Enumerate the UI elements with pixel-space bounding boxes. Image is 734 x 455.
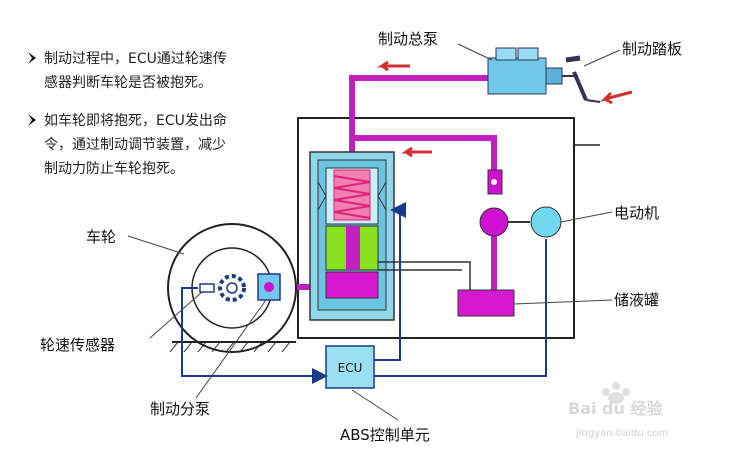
label-wheel: 车轮 — [86, 228, 116, 246]
leader-lines — [127, 235, 399, 421]
bullet-2-line-3: 制动力防止车轮抱死。 — [44, 160, 184, 177]
bullet-2-line-1: 如车轮即将抱死，ECU发出命 — [44, 112, 227, 129]
reservoir — [457, 289, 515, 317]
bullet-1-line-2: 感器判断车轮是否被抱死。 — [44, 74, 212, 91]
modulator-valve — [309, 151, 471, 321]
bullet-2: 如车轮即将抱死，ECU发出命 令，通过制动调节装置，减少 制动力防止车轮抱死。 — [28, 112, 227, 177]
arrow-left-icon — [600, 90, 633, 105]
ground — [169, 341, 296, 353]
bullet-2-line-2: 令，通过制动调节装置，减少 — [44, 137, 226, 153]
signal-wires — [181, 202, 547, 384]
ecu-box — [325, 345, 375, 389]
label-abs-unit: ABS控制单元 — [340, 426, 430, 444]
gear-icon — [218, 274, 246, 302]
wheel-assembly — [167, 223, 297, 353]
flow-arrows — [377, 60, 633, 158]
wheel-speed-sensor — [199, 283, 215, 293]
bullet-1-line-1: 制动过程中，ECU通过轮速传 — [44, 51, 227, 67]
bullet-1: 制动过程中，ECU通过轮速传 感器判断车轮是否被抱死。 — [28, 51, 227, 91]
watermark-brand: Bai du 经验 — [568, 399, 663, 418]
ecu-label: ECU — [338, 361, 363, 375]
watermark-url: jingyan.baidu.com — [575, 428, 668, 439]
paw-icon — [602, 382, 631, 404]
arrow-left-icon — [401, 146, 432, 158]
label-motor: 电动机 — [614, 204, 659, 222]
label-reservoir: 储液罐 — [614, 291, 659, 309]
pump — [479, 169, 509, 237]
spring — [333, 175, 371, 219]
label-wheel-cylinder: 制动分泵 — [150, 400, 210, 418]
label-brake-pedal: 制动踏板 — [622, 40, 682, 58]
arrow-left-icon — [377, 60, 410, 72]
chevron-right-icon — [28, 114, 36, 126]
motor — [530, 206, 562, 238]
abs-housing — [297, 117, 575, 339]
label-master-cylinder: 制动总泵 — [378, 30, 438, 48]
chevron-right-icon — [28, 52, 36, 64]
label-wheel-speed-sensor: 轮速传感器 — [40, 336, 115, 354]
watermark: Bai du 经验 jingyan.baidu.com — [568, 382, 668, 439]
brake-pedal — [565, 55, 601, 103]
master-cylinder — [487, 47, 578, 95]
